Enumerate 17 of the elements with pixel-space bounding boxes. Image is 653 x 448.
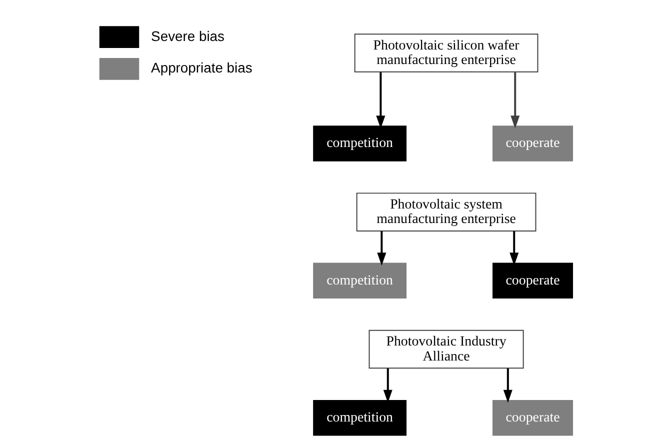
arrow [509, 231, 518, 266]
arrow [510, 72, 520, 129]
arrow [382, 368, 392, 403]
legend-label: Severe bias [150, 28, 224, 44]
node-box: Photovoltaic system manufacturing enterprise [356, 192, 536, 232]
legend-label: Appropriate bias [150, 60, 252, 76]
node-box: Photovoltaic Industry Alliance [368, 330, 524, 369]
arrow [376, 72, 385, 129]
node-box: cooperate [492, 262, 573, 299]
node-box: competition [312, 400, 406, 436]
node-box: Photovoltaic silicon wafer manufacturing enterprise [354, 34, 538, 72]
node-box: cooperate [492, 400, 573, 436]
node-box: competition [312, 126, 406, 162]
arrow [376, 231, 386, 266]
node-box: cooperate [492, 126, 573, 162]
arrow [502, 368, 512, 403]
node-box: competition [312, 262, 406, 299]
